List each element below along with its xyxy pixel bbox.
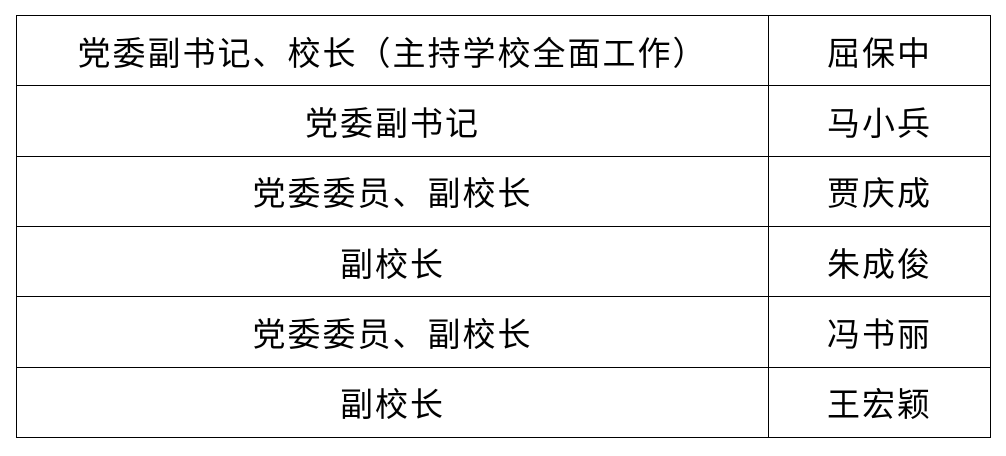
- position-cell: 党委副书记: [16, 85, 769, 157]
- table-row: 党委副书记 马小兵: [16, 85, 991, 157]
- table-row: 副校长 王宏颖: [16, 366, 991, 439]
- name-cell: 冯书丽: [768, 296, 991, 368]
- table-row: 副校长 朱成俊: [16, 225, 991, 298]
- name-cell: 屈保中: [768, 14, 991, 87]
- table-row: 党委副书记、校长（主持学校全面工作） 屈保中: [16, 14, 991, 87]
- position-cell: 党委委员、副校长: [16, 296, 769, 368]
- leadership-document: 党委副书记、校长（主持学校全面工作） 屈保中 党委副书记 马小兵 党委委员、副校…: [16, 14, 991, 439]
- leadership-table: 党委副书记、校长（主持学校全面工作） 屈保中 党委副书记 马小兵 党委委员、副校…: [16, 14, 991, 439]
- name-cell: 王宏颖: [768, 366, 991, 439]
- position-cell: 副校长: [16, 225, 769, 298]
- position-cell: 党委副书记、校长（主持学校全面工作）: [16, 14, 769, 87]
- name-cell: 贾庆成: [768, 155, 991, 227]
- table-row: 党委委员、副校长 贾庆成: [16, 155, 991, 227]
- position-cell: 党委委员、副校长: [16, 155, 769, 227]
- position-cell: 副校长: [16, 366, 769, 439]
- name-cell: 马小兵: [768, 85, 991, 157]
- table-row: 党委委员、副校长 冯书丽: [16, 296, 991, 368]
- name-cell: 朱成俊: [768, 225, 991, 298]
